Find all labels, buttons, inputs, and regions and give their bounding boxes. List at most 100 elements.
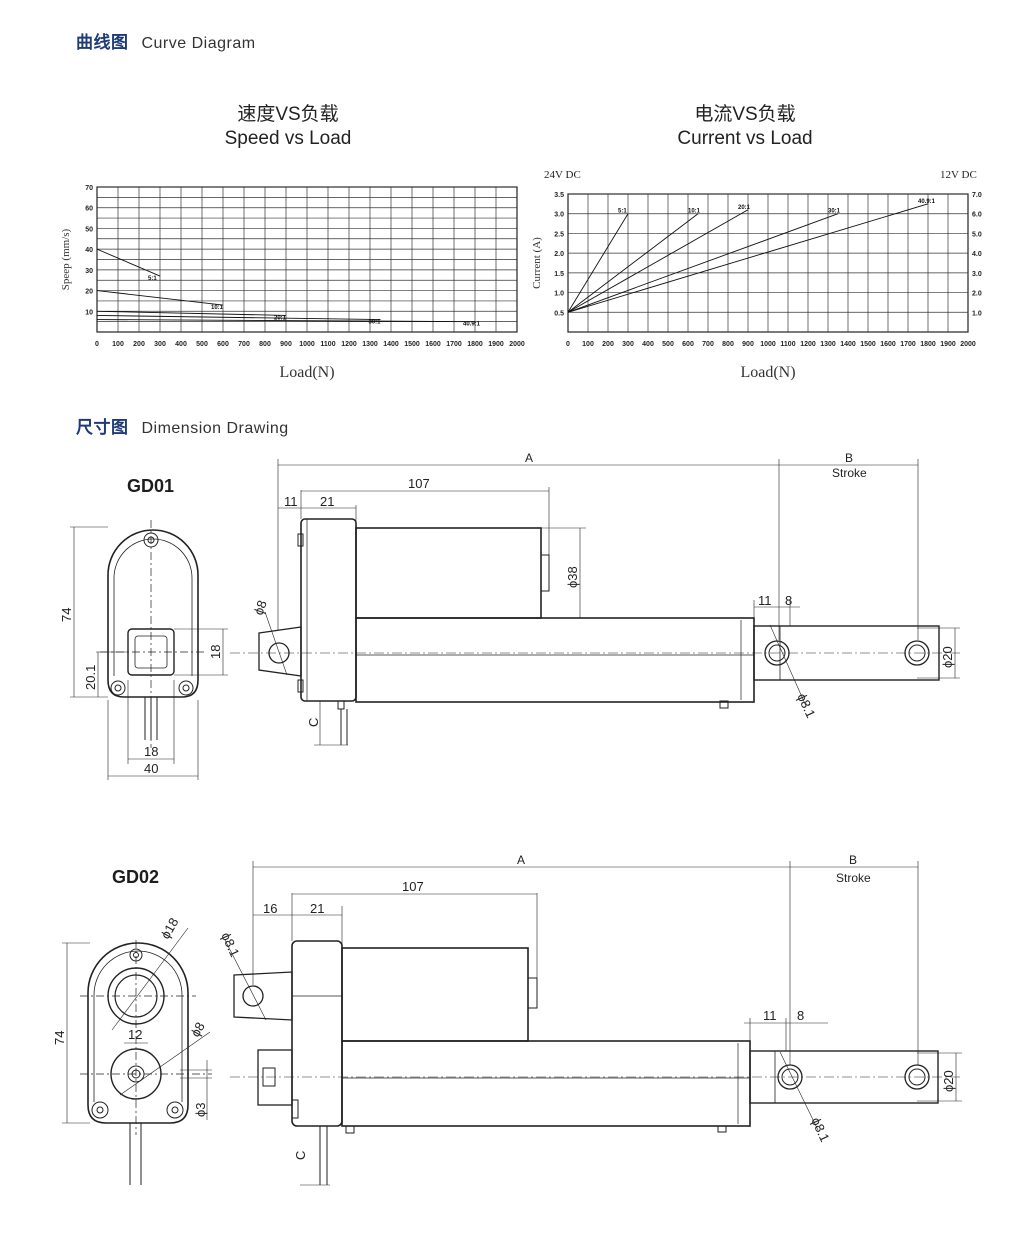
speed-y-tick: 10 [85,309,93,316]
speed-series-line [96,310,287,316]
gd01-dim-21: 21 [320,494,334,509]
speed-x-tick: 1500 [404,341,420,348]
current-y-axis-title: Current (A) [531,237,543,289]
gd01-dim-b: B [845,451,853,465]
gd01-dim-201: 20.1 [83,665,98,690]
current-series-line [567,209,749,313]
speed-series-line [96,248,161,277]
current-x-tick: 1900 [940,341,956,348]
current-x-tick: 200 [602,341,614,348]
current-series-line [567,213,839,313]
gd02-dim-8: ϕ8 [188,1019,208,1039]
dimension-drawing-heading-en: Dimension Drawing [141,420,289,437]
speed-x-tick: 1300 [362,341,378,348]
gd01-side-view [230,459,960,746]
speed-x-tick: 200 [133,341,145,348]
gd01-dim-40: 40 [144,761,158,776]
current-left-axis-title: 24V DC [544,169,581,181]
gd01-dim-c: C [306,718,321,727]
speed-series-line [96,314,381,321]
speed-series-label: 10:1 [211,305,224,311]
current-y2-tick: 7.0 [972,192,982,199]
gd02-dim-20: ϕ20 [941,1070,956,1092]
current-series-label: 10:1 [688,209,701,215]
current-chart-title-cn: 电流VS负载 [694,104,796,125]
speed-x-tick: 1000 [299,341,315,348]
gd02-dim-81a: ϕ8.1 [218,930,242,959]
speed-series-label: 40.9:1 [463,322,481,328]
current-y2-tick: 4.0 [972,251,982,258]
current-series-line [567,203,929,313]
gd01-dim-20: ϕ20 [940,646,955,668]
gd01-dim-107: 107 [408,476,430,491]
speed-y-tick: 50 [85,226,93,233]
current-y-tick: 0.5 [554,310,564,317]
current-x-tick: 1700 [900,341,916,348]
gd01-dim-18: 18 [208,645,223,659]
speed-series-line [96,319,476,323]
curve-diagram-heading-cn: 曲线图 [76,33,129,52]
current-series-line [567,213,629,313]
gd02-dim-stroke: Stroke [836,871,871,885]
current-x-tick: 1500 [860,341,876,348]
current-x-tick: 900 [742,341,754,348]
current-x-tick: 1400 [840,341,856,348]
current-x-tick: 100 [582,341,594,348]
speed-x-tick: 1700 [446,341,462,348]
gd02-dim-c: C [293,1151,308,1160]
curve-diagram-heading: 曲线图 Curve Diagram [76,28,256,53]
gd01-dim-11: 11 [284,494,298,509]
gd01-model-label: GD01 [127,476,175,496]
gd01-dim-stroke: Stroke [832,466,867,480]
current-y2-tick: 1.0 [972,310,982,317]
current-y-tick: 3.0 [554,212,564,219]
gd02-dim-21: 21 [310,901,324,916]
gd01-dim-a: A [525,451,533,465]
gd01-dim-74: 74 [59,608,74,622]
current-series-line [567,213,699,313]
current-y2-tick: 5.0 [972,231,982,238]
current-y2-tick: 2.0 [972,291,982,298]
dimension-drawing-heading-cn: 尺寸图 [76,418,129,437]
speed-x-axis-title: Load(N) [279,364,334,381]
gd01-dim-18b: 18 [144,744,158,759]
speed-x-tick: 100 [112,341,124,348]
gd01-dim-11b: 11 [758,593,772,608]
speed-y-tick: 40 [85,247,93,254]
gd02-dim-a: A [517,853,525,867]
speed-x-tick: 900 [280,341,292,348]
current-x-tick: 600 [682,341,694,348]
speed-x-tick: 1200 [341,341,357,348]
current-x-tick: 800 [722,341,734,348]
gd02-dim-8b: 8 [797,1008,804,1023]
current-y-tick: 1.0 [554,291,564,298]
speed-series-label: 30:1 [369,320,382,326]
gd02-dim-81: ϕ8.1 [808,1115,832,1144]
speed-x-tick: 500 [196,341,208,348]
gd02-dim-b: B [849,853,857,867]
current-x-tick: 2000 [960,341,976,348]
current-x-tick: 700 [702,341,714,348]
speed-chart-title: 速度VS负载 Speed vs Load [188,103,388,151]
current-x-tick: 400 [642,341,654,348]
current-series-label: 5:1 [618,209,627,215]
speed-series-label: 5:1 [148,276,157,282]
current-x-tick: 1200 [800,341,816,348]
current-series-label: 30:1 [828,209,841,215]
speed-x-tick: 700 [238,341,250,348]
gd01-dim-8: ϕ8 [251,598,270,617]
speed-x-tick: 1400 [383,341,399,348]
speed-y-tick: 60 [85,206,93,213]
current-series-label: 40.9:1 [918,199,936,205]
current-x-axis-title: Load(N) [740,364,795,381]
speed-x-tick: 300 [154,341,166,348]
gd01-dim-38: ϕ38 [565,566,580,588]
current-y2-tick: 3.0 [972,271,982,278]
gd02-end-view [62,927,212,1185]
current-series-label: 20:1 [738,205,751,211]
gd02-side-view [224,861,962,1186]
gd01-dim-8b: 8 [785,593,792,608]
gd02-dim-18: ϕ18 [158,915,182,941]
